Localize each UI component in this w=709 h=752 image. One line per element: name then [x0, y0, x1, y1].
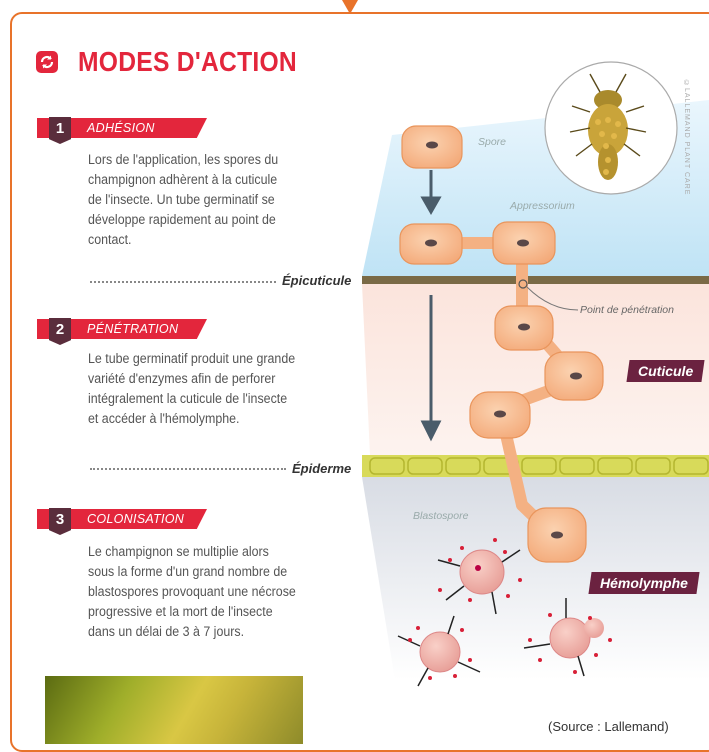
source-credit: (Source : Lallemand) [548, 719, 669, 734]
step-3-title: COLONISATION [87, 512, 184, 526]
step-2-header: 2 PÉNÉTRATION [37, 319, 207, 341]
vertical-credit: ©LALLEMAND PLANT CARE [683, 80, 690, 195]
epiderme-divider [90, 468, 286, 470]
appressorium-label: Appressorium [510, 200, 575, 212]
epiderme-label: Épiderme [292, 461, 351, 476]
step-2-title: PÉNÉTRATION [87, 322, 178, 336]
blastospore-label: Blastospore [413, 510, 468, 522]
spore-label: Spore [478, 136, 506, 148]
step-1-number: 1 [49, 117, 71, 144]
penetration-label: Point de pénétration [580, 304, 674, 316]
step-3-header: 3 COLONISATION [37, 509, 207, 531]
epicuticule-label: Épicuticule [282, 273, 351, 288]
epicuticule-divider [90, 281, 276, 283]
hemolymphe-tag: Hémolymphe [588, 572, 699, 594]
step-3-number: 3 [49, 508, 71, 535]
cuticule-tag: Cuticule [626, 360, 704, 382]
step-1-title: ADHÉSION [87, 121, 155, 135]
epicuticule-band [362, 276, 709, 284]
insect-photo [45, 676, 303, 744]
step-2-number: 2 [49, 318, 71, 345]
step-1-header: 1 ADHÉSION [37, 118, 207, 140]
